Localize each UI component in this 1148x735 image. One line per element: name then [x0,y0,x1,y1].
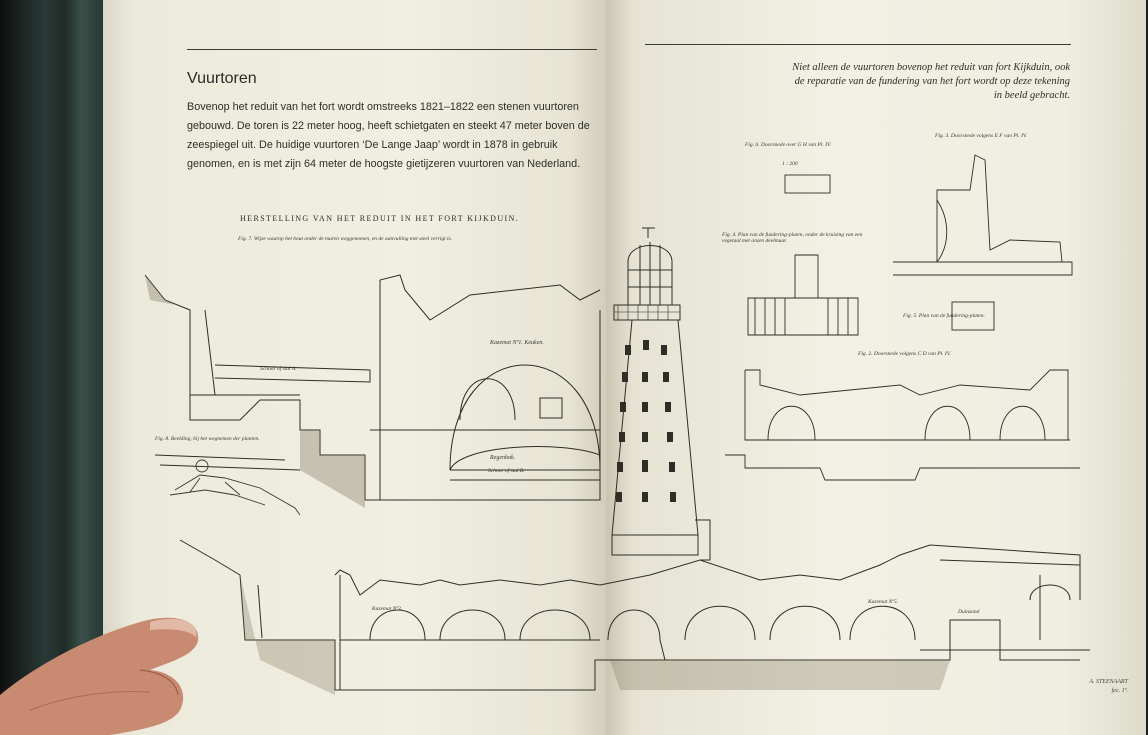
fig5-caption: Fig. 5. Plan van de fundering-platen. [903,313,985,319]
label-kazemat5: Kazemat Nº5. [868,599,899,605]
page-heading: Vuurtoren [187,70,257,87]
scale-label: 1 : 200 [782,161,798,167]
plate-title: HERSTELLING VAN HET REDUIT IN HET FORT K… [240,214,520,223]
book-cover-edge [64,0,108,735]
figure-caption: Niet alleen de vuurtoren bovenop het red… [792,62,1070,101]
label-kazemat1: Kazemat Nº1. Keuken. [490,340,544,346]
signature-name: A. STEENAART [1089,679,1128,685]
label-regenbak: Regenbak. [490,455,516,461]
intro-paragraph: Bovenop het reduit van het fort wordt om… [187,101,590,170]
label-kazemat3: Kazemat Nº3. [372,606,403,612]
top-rule-left [187,49,597,50]
fig7-caption: Fig. 7. Wijze waarop het bout onder de m… [238,236,453,242]
top-rule-right [645,44,1071,45]
left-page [103,0,610,735]
label-schoor-stal: Schoor of stal A. [260,366,297,372]
dark-background [0,0,75,735]
signature-note: fec. 1º. [1111,688,1128,694]
fig2-caption: Fig. 2. Doorsnede volgens C D van Pl. IV… [858,351,951,357]
fig6-caption: Fig. 6. Doorsnede over G H van Pl. IV. [745,142,832,148]
fig8-caption: Fig. 8. Beelding, bij het wegnemen der p… [155,436,260,442]
engraver-signature: A. STEENAART fec. 1º. [1089,678,1128,696]
label-schoor-stal-b: Schoor of stal B. [488,468,525,474]
label-duinzand: Duinzand [958,609,980,615]
hand [0,617,199,735]
fig3-caption: Fig. 3. Doorsnede volgens E F van Pl. IV… [935,133,1027,139]
fig4-caption: Fig. 4. Plan van de fundering-platen, on… [722,232,863,244]
right-page [606,0,1146,735]
